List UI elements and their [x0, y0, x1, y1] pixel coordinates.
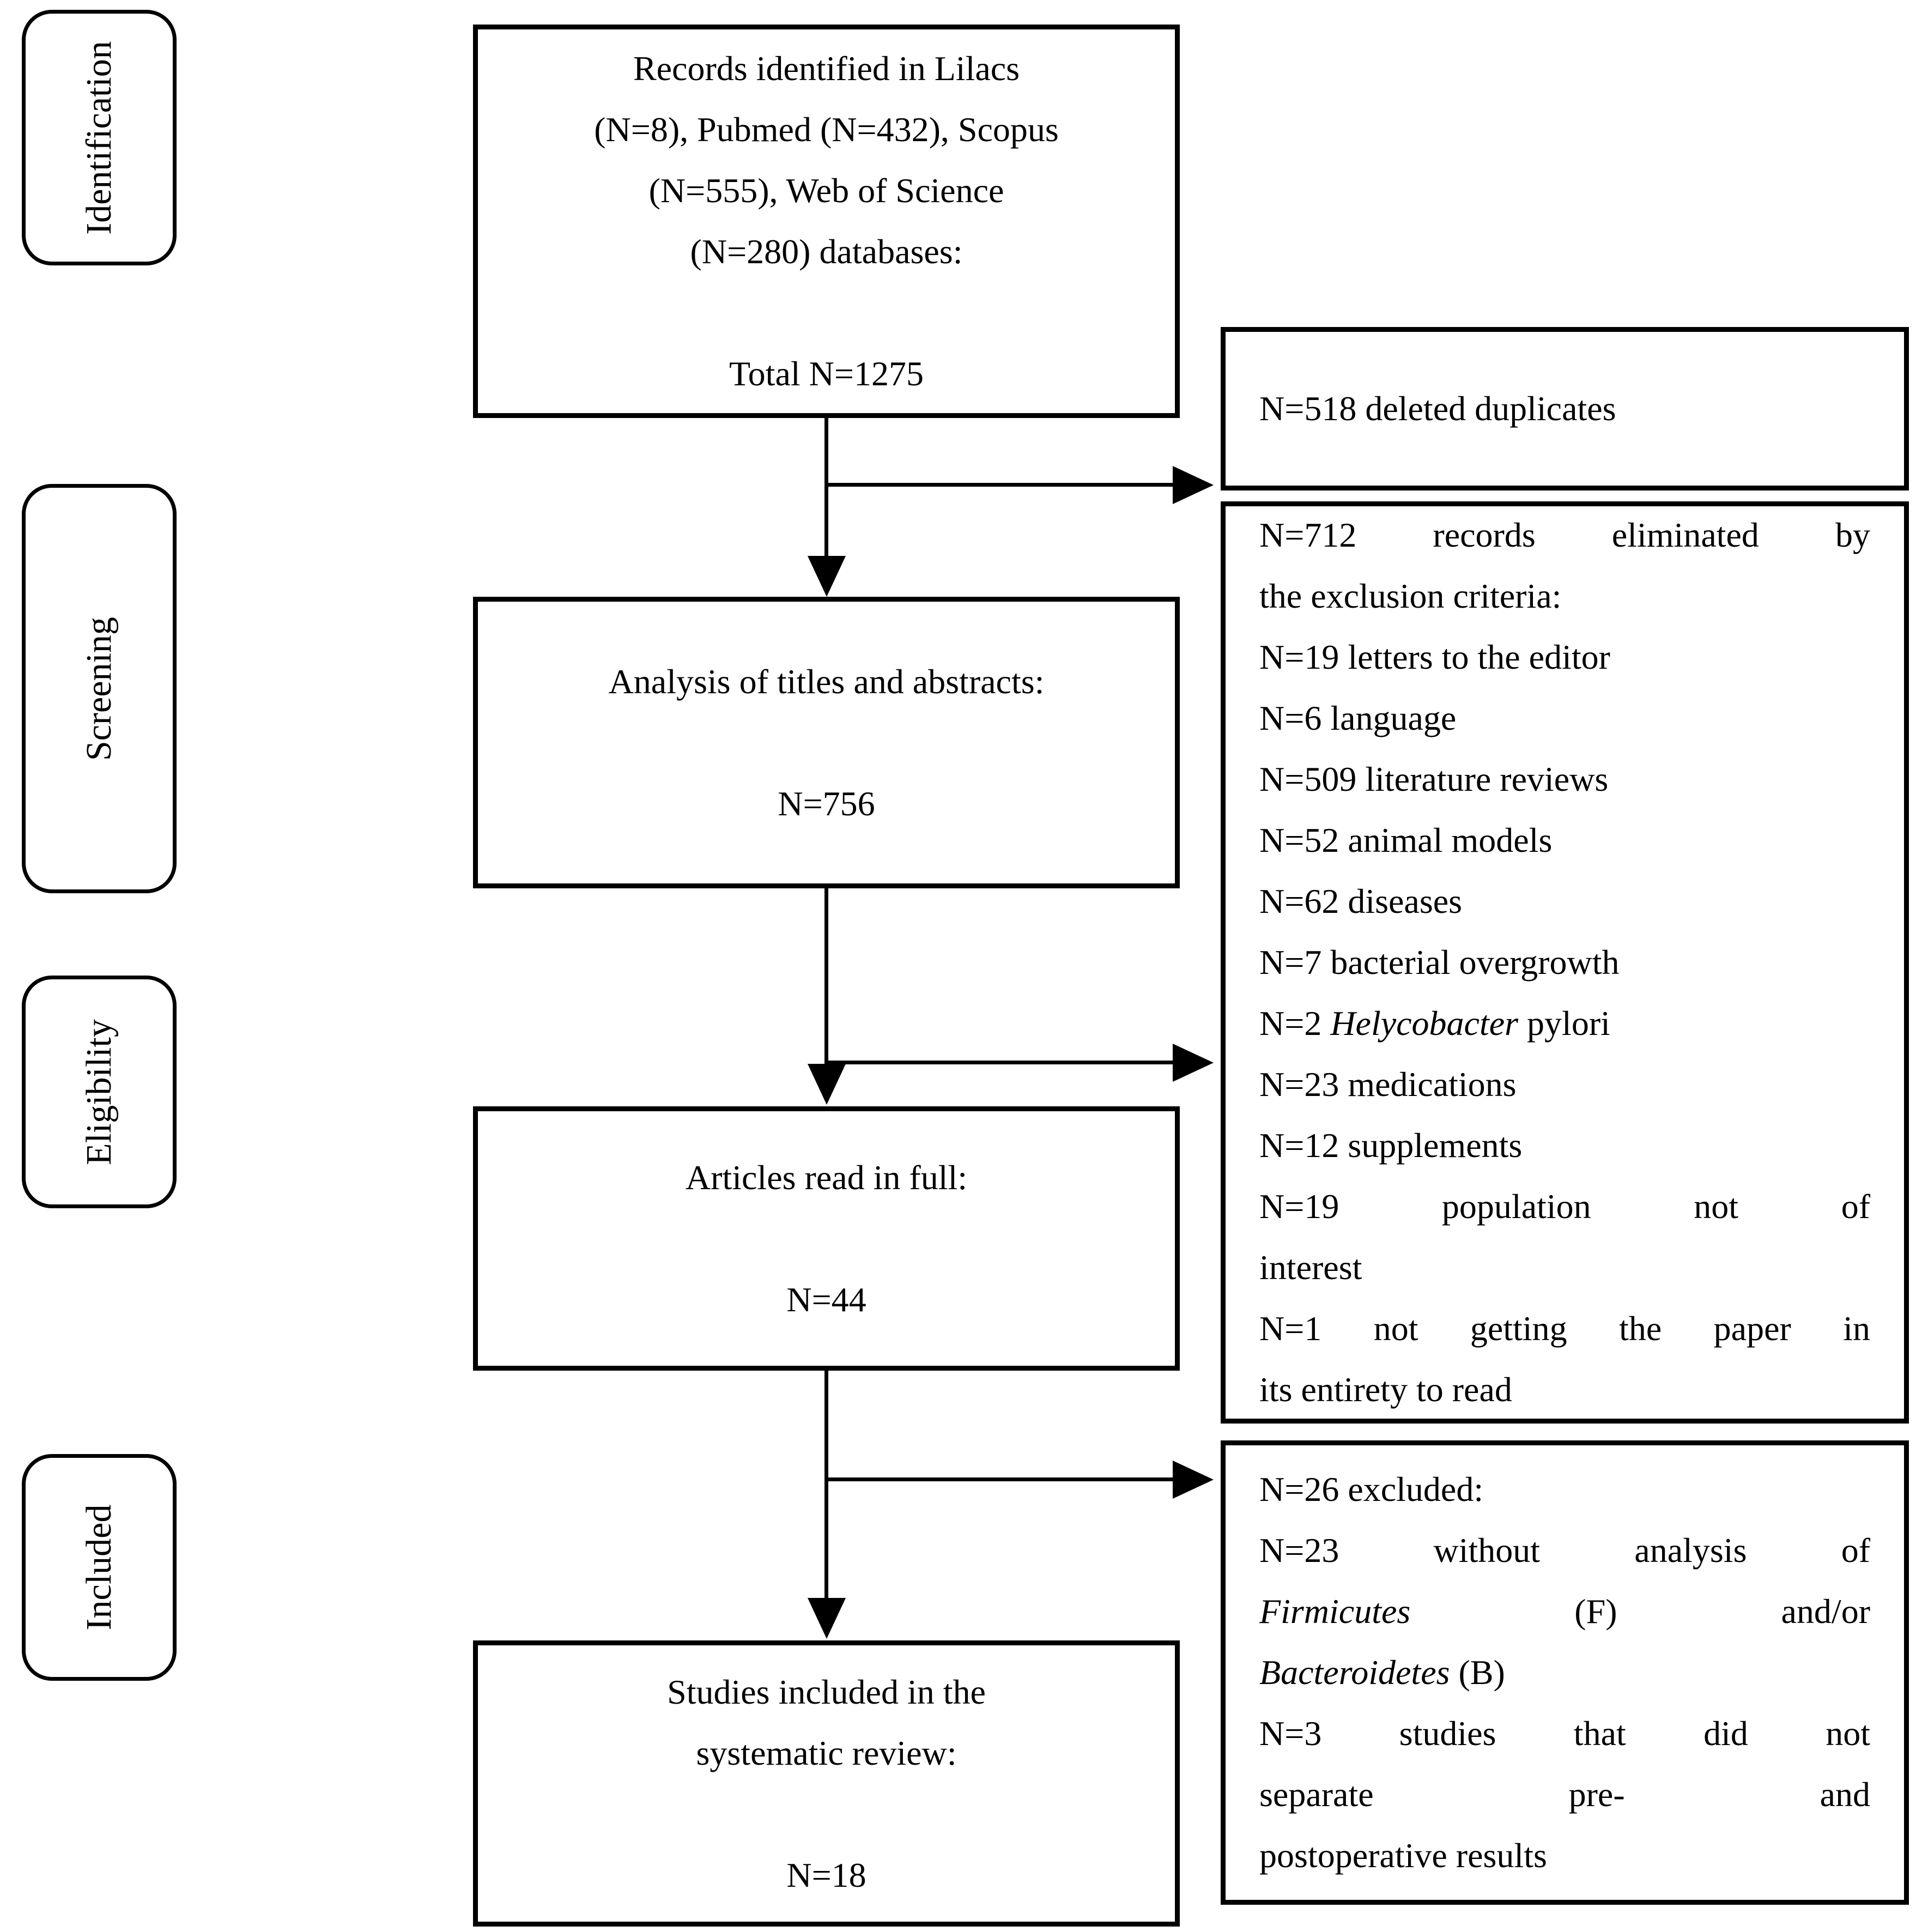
- text-line: N=12 supplements: [1259, 1126, 1523, 1165]
- text-line: N=2 Helycobacter pylori: [1259, 1004, 1610, 1043]
- stage-label-screening: Screening: [79, 616, 119, 761]
- box-included-studies: Studies included in the systematic review…: [473, 1640, 1180, 1927]
- stage-label-eligibility: Eligibility: [79, 1019, 119, 1165]
- connector-line-right-1: [824, 483, 1173, 487]
- box-records-identified: Records identified in Lilacs (N=8), Pubme…: [473, 25, 1180, 418]
- box-titles-abstracts: Analysis of titles and abstracts: N=756: [473, 597, 1180, 888]
- text-line: N=712 records eliminated by: [1259, 516, 1870, 554]
- text-line: N=23 medications: [1259, 1065, 1517, 1104]
- stage-label-identification: Identification: [79, 40, 119, 235]
- text-line: N=756: [778, 784, 875, 823]
- stage-box-eligibility: Eligibility: [22, 976, 177, 1208]
- text-line: N=19 population not of: [1259, 1187, 1870, 1226]
- connector-line-down-2: [824, 888, 828, 1065]
- stage-box-included: Included: [22, 1454, 177, 1681]
- text-line: N=23 without analysis of: [1259, 1531, 1870, 1570]
- connector-line-down-1: [824, 418, 828, 559]
- stage-box-identification: Identification: [22, 10, 177, 265]
- text-line: (N=555), Web of Science: [648, 171, 1004, 210]
- text-line: N=18: [786, 1855, 866, 1894]
- text-line: N=7 bacterial overgrowth: [1259, 943, 1620, 982]
- text-line: Bacteroidetes (B): [1259, 1653, 1505, 1692]
- text-line: N=52 animal models: [1259, 821, 1553, 859]
- text-line: interest: [1259, 1248, 1362, 1287]
- text-line: (N=8), Pubmed (N=432), Scopus: [594, 110, 1059, 149]
- text-line: Total N=1275: [729, 354, 924, 393]
- connector-line-down-3: [824, 1371, 828, 1600]
- text-line: (N=280) databases:: [690, 232, 963, 271]
- text-line: its entirety to read: [1259, 1370, 1512, 1409]
- stage-label-included: Included: [79, 1504, 119, 1631]
- text-line: separate pre- and: [1259, 1775, 1870, 1814]
- text-line: N=6 language: [1259, 699, 1457, 737]
- text-line: [489, 282, 1164, 343]
- arrowhead-down-1-icon: [808, 556, 846, 597]
- arrowhead-right-2-icon: [1173, 1044, 1214, 1082]
- box-deleted-duplicates: N=518 deleted duplicates: [1221, 327, 1909, 490]
- text-line: postoperative results: [1259, 1836, 1547, 1875]
- text-line: [489, 1208, 1164, 1269]
- text-line: N=19 letters to the editor: [1259, 638, 1610, 676]
- arrowhead-right-1-icon: [1173, 466, 1214, 504]
- text-line: N=26 excluded:: [1259, 1470, 1484, 1509]
- box-articles-read-full: Articles read in full: N=44: [473, 1106, 1180, 1371]
- text-line: N=1 not getting the paper in: [1259, 1309, 1870, 1348]
- text-line: N=509 literature reviews: [1259, 760, 1609, 798]
- text-line: N=518 deleted duplicates: [1259, 389, 1616, 428]
- text-line: Records identified in Lilacs: [633, 49, 1020, 88]
- text-line: the exclusion criteria:: [1259, 577, 1562, 615]
- text-line: systematic review:: [696, 1733, 957, 1772]
- box-exclusion-criteria: N=712 records eliminated by the exclusion…: [1221, 501, 1909, 1424]
- text-line: Analysis of titles and abstracts:: [608, 662, 1045, 701]
- text-line: N=44: [786, 1280, 866, 1319]
- text-line: [489, 1784, 1164, 1845]
- text-line: N=62 diseases: [1259, 882, 1463, 920]
- connector-line-right-3: [824, 1477, 1173, 1481]
- text-line: Firmicutes (F) and/or: [1259, 1592, 1870, 1631]
- arrowhead-down-3-icon: [808, 1598, 846, 1639]
- text-line: Studies included in the: [667, 1672, 986, 1711]
- connector-line-right-2: [824, 1061, 1173, 1064]
- arrowhead-right-3-icon: [1173, 1461, 1214, 1499]
- text-line: [489, 712, 1164, 773]
- arrowhead-down-2-icon: [808, 1064, 846, 1105]
- text-line: N=3 studies that did not: [1259, 1714, 1870, 1753]
- stage-box-screening: Screening: [22, 484, 177, 893]
- text-line: Articles read in full:: [685, 1158, 968, 1197]
- box-full-text-excluded: N=26 excluded: N=23 without analysis of Fi…: [1221, 1440, 1909, 1905]
